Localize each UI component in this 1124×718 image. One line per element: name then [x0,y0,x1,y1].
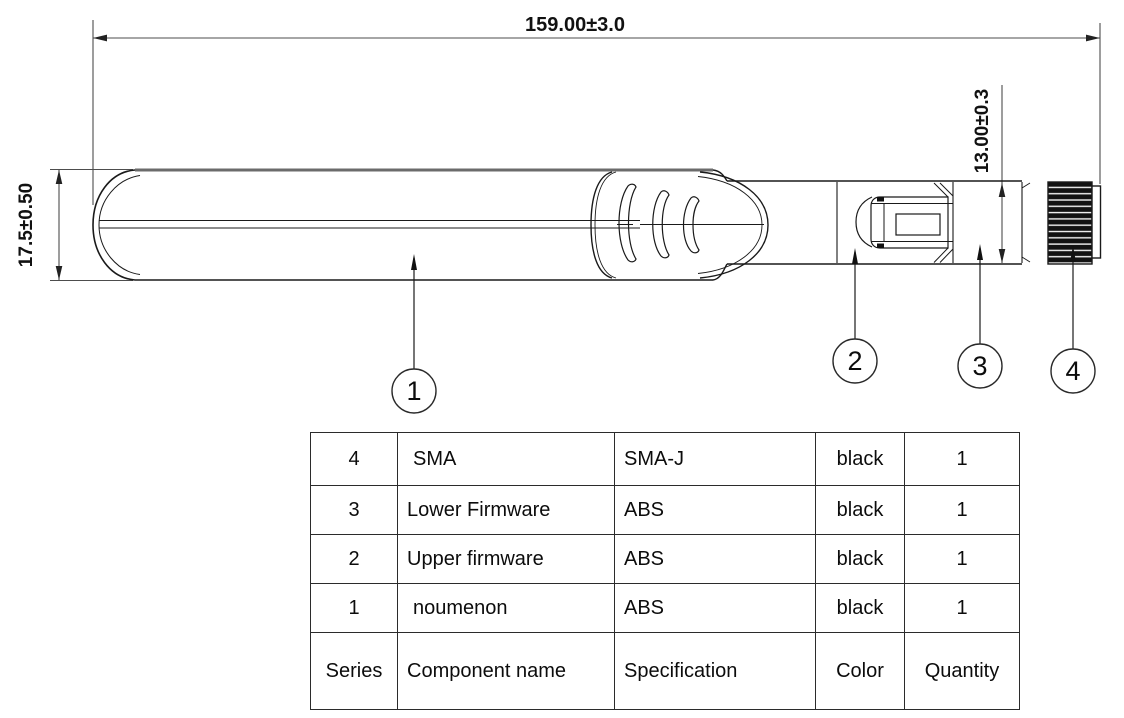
sma-end-cap [1091,185,1102,259]
leader-arrow-1 [411,254,417,270]
dim-body-height-label: 17.5±0.50 [16,183,37,267]
balloon-circle-4 [1050,348,1096,394]
grip-neck-top [712,169,728,182]
cell-series: 2 [310,534,398,584]
grip-slot-3 [682,196,700,254]
hinge-detail-bottom [877,243,884,248]
hinge-dome [855,196,873,248]
lower-firmware-section [1021,182,1031,263]
grip-dome-inner [697,176,763,274]
arrowhead-up [998,183,1006,197]
hinge-inner-block [895,213,941,236]
balloon-number-4: 4 [1065,356,1080,386]
balloon-number-1: 1 [406,376,421,406]
grip-neck-bottom [712,263,728,281]
cell-qty: 1 [904,534,1020,584]
hinge-detail-top [877,197,884,202]
header-series: Series [310,632,398,710]
cell-spec: ABS [614,485,816,535]
cell-qty: 1 [904,432,1020,486]
cell-series: 3 [310,485,398,535]
balloon-callout-4: 4 [1050,246,1096,394]
header-color: Color [815,632,905,710]
header-spec: Specification [614,632,816,710]
cell-component: SMA [397,432,615,486]
balloon-callout-1: 1 [391,254,437,414]
leader-arrow-4 [1070,246,1076,262]
table-row: 1 noumenon ABS black 1 [310,583,1020,633]
cell-component: Lower Firmware [397,485,615,535]
header-qty: Quantity [904,632,1020,710]
balloon-callout-2: 2 [832,248,878,384]
dim-body-height: 17.5±0.50 [16,168,133,282]
cell-series: 1 [310,583,398,633]
balloon-circle-1 [391,368,437,414]
arrowhead-down [998,249,1006,263]
table-row: 3 Lower Firmware ABS black 1 [310,485,1020,535]
table-header-row: Series Component name Specification Colo… [310,632,1020,710]
cell-component: noumenon [397,583,615,633]
washer-chamfers [1021,182,1031,263]
arrowhead-down [55,266,63,280]
header-component: Component name [397,632,615,710]
grip-section [590,169,769,281]
balloon-number-3: 3 [972,351,987,381]
grip-slot-2 [652,190,670,259]
balloon-callout-3: 3 [957,244,1003,389]
balloon-circle-3 [957,343,1003,389]
body-left-cap [92,169,136,281]
leader-arrow-2 [852,248,858,264]
cell-series: 4 [310,432,398,486]
table-row: 4 SMA SMA-J black 1 [310,432,1020,486]
cell-spec: SMA-J [614,432,816,486]
grip-slot-1 [618,183,637,263]
dim-connector-height-label: 13.00±0.3 [972,89,993,173]
dim-overall-length-label: 159.00±3.0 [525,14,625,36]
arrowhead-left [93,34,107,42]
antenna-body [92,168,764,281]
grip-dome-outer [699,171,769,279]
sma-connector [1047,181,1102,265]
bom-table: 4 SMA SMA-J black 1 3 Lower Firmware ABS… [310,432,1020,710]
hinge-chamfer-top [933,182,954,198]
balloon-number-2: 2 [847,346,862,376]
sma-knurled-nut [1047,181,1093,265]
table-row: 2 Upper firmware ABS black 1 [310,534,1020,584]
upper-firmware-section [727,180,1022,265]
body-left-cap-inner [98,175,141,275]
leader-arrow-3 [977,244,983,260]
bom-table-grid: 4 SMA SMA-J black 1 3 Lower Firmware ABS… [310,432,1020,710]
cell-spec: ABS [614,583,816,633]
cell-color: black [815,432,905,486]
balloon-circle-2 [832,338,878,384]
cell-qty: 1 [904,583,1020,633]
cell-color: black [815,485,905,535]
grip-left-arc [590,171,613,279]
arrowhead-up [55,170,63,184]
dim-overall-length: 159.00±3.0 [92,14,1101,205]
grip-left-arc-inner [594,171,617,279]
cell-color: black [815,534,905,584]
cell-qty: 1 [904,485,1020,535]
dim-connector-height: 13.00±0.3 [972,85,1006,263]
cell-component: Upper firmware [397,534,615,584]
cell-color: black [815,583,905,633]
cell-spec: ABS [614,534,816,584]
hinge-knuckle [870,196,949,249]
antenna-drawing: 159.00±3.0 17.5±0.50 13.00±0.3 [16,14,1102,414]
arrowhead-right [1086,34,1100,42]
hinge-chamfer-bottom [933,247,954,263]
